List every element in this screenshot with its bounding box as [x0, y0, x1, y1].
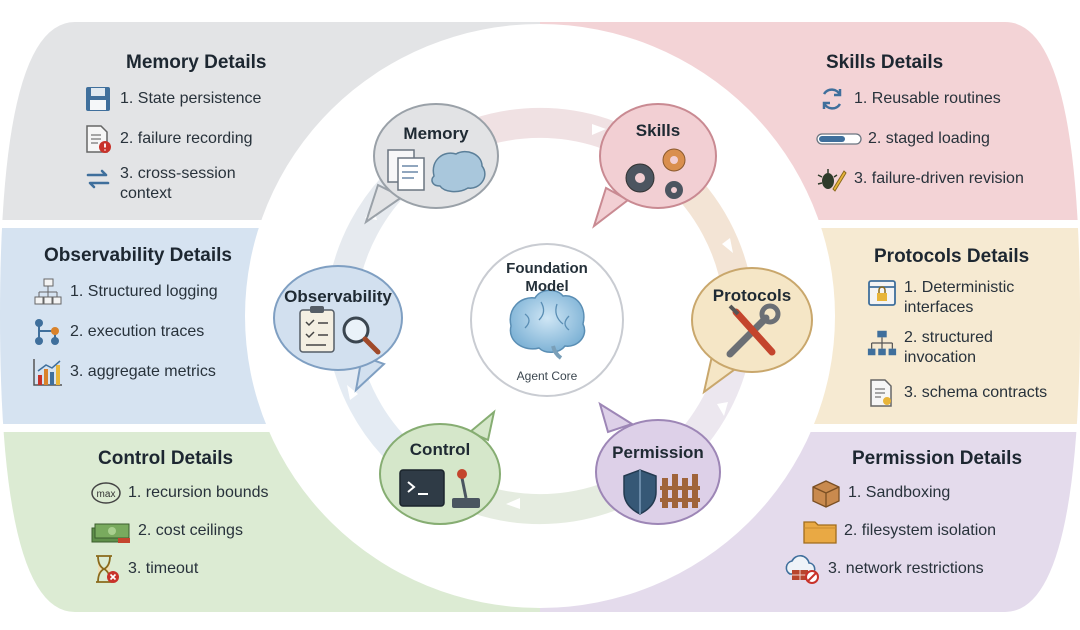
- box-icon: [810, 478, 842, 508]
- permission-item-2: 2. filesystem isolation: [802, 516, 1042, 546]
- skills-item-2: 2. staged loading: [816, 124, 1066, 154]
- max-loop-icon: max: [90, 478, 122, 508]
- core-subtitle: Agent Core: [516, 369, 578, 383]
- floppy-disk-icon: [82, 84, 114, 114]
- observability-item-3: 3. aggregate metrics: [32, 357, 272, 387]
- wrench-screwdriver-icon: [726, 303, 781, 358]
- panel-memory-details: Memory Details 1. State persistence 2. f…: [82, 52, 302, 204]
- bar-chart-icon: [32, 357, 64, 387]
- panel-protocols-details: Protocols Details 1. Deterministic inter…: [866, 246, 1076, 408]
- observability-item-1: 1. Structured logging: [32, 277, 272, 307]
- ring-arrow-2: [722, 238, 733, 253]
- terminal-joystick-icon: [399, 469, 480, 508]
- node-permission-bubble: [595, 401, 721, 525]
- shield-fence-icon: [623, 469, 700, 515]
- node-label-skills: Skills: [635, 121, 681, 140]
- node-label-permission: Permission: [612, 443, 704, 462]
- node-memory-bubble: [364, 103, 499, 225]
- control-item-3: 3. timeout: [90, 554, 320, 584]
- ring-arrow-1: [592, 124, 606, 135]
- document-alert-icon: [82, 124, 114, 154]
- org-chart-icon: [866, 328, 898, 358]
- memory-item-2: 2. failure recording: [82, 124, 302, 154]
- lock-window-icon: [866, 278, 898, 308]
- brain-icon: [509, 289, 586, 360]
- contract-icon: [866, 378, 898, 408]
- skills-item-3: 3. failure-driven revision: [816, 164, 1066, 194]
- protocols-item-3: 3. schema contracts: [866, 378, 1076, 408]
- panel-title-memory: Memory Details: [126, 52, 267, 73]
- svg-text:max: max: [97, 489, 116, 500]
- panel-title-protocols: Protocols Details: [874, 246, 1030, 267]
- control-item-2: 2. cost ceilings: [90, 516, 320, 546]
- node-observability-bubble: [273, 265, 403, 393]
- money-icon: [90, 516, 132, 546]
- sync-arrows-icon: [82, 164, 114, 194]
- trace-graph-icon: [32, 317, 64, 347]
- panel-observability-details: Observability Details 1. Structured logg…: [32, 245, 272, 387]
- refresh-icon: [816, 84, 848, 114]
- node-control-bubble: [379, 409, 501, 525]
- cloud-block-icon: [782, 554, 822, 584]
- clipboard-magnifier-icon: [299, 306, 381, 355]
- folder-icon: [802, 516, 838, 546]
- protocols-item-2: 2. structured invocation: [866, 328, 1076, 368]
- gears-icon: [625, 148, 686, 199]
- skills-item-1: 1. Reusable routines: [816, 84, 1066, 114]
- permission-item-3: 3. network restrictions: [782, 554, 1042, 584]
- node-skills-bubble: [592, 103, 717, 229]
- hourglass-icon: [90, 554, 122, 584]
- panel-title-control: Control Details: [98, 448, 234, 469]
- panel-title-observability: Observability Details: [44, 245, 232, 266]
- panel-title-permission: Permission Details: [852, 448, 1023, 469]
- memory-item-3: 3. cross-session context: [82, 164, 302, 204]
- node-label-control: Control: [409, 440, 471, 459]
- node-label-protocols: Protocols: [712, 286, 792, 305]
- node-protocols-bubble: [691, 267, 813, 395]
- node-label-observability: Observability: [284, 287, 392, 306]
- control-item-1: max 1. recursion bounds: [90, 478, 320, 508]
- panel-skills-details: Skills Details 1. Reusable routines 2. s…: [816, 52, 1066, 194]
- protocols-item-1: 1. Deterministic interfaces: [866, 278, 1076, 318]
- documents-brain-icon: [387, 149, 486, 193]
- ring-arrow-5: [347, 385, 358, 400]
- loading-bar-icon: [816, 124, 862, 154]
- node-label-memory: Memory: [403, 124, 469, 143]
- hierarchy-icon: [32, 277, 64, 307]
- permission-item-1: 1. Sandboxing: [810, 478, 1042, 508]
- bug-pencil-icon: [816, 164, 848, 194]
- panel-permission-details: Permission Details 1. Sandboxing 2. file…: [782, 448, 1042, 584]
- panel-control-details: Control Details max 1. recursion bounds …: [90, 448, 320, 584]
- ring-arrow-4: [506, 498, 520, 509]
- core-title: Foundation Model: [506, 260, 588, 295]
- ring-arrow-3: [717, 402, 728, 416]
- observability-item-2: 2. execution traces: [32, 317, 272, 347]
- memory-item-1: 1. State persistence: [82, 84, 302, 114]
- panel-title-skills: Skills Details: [826, 52, 944, 73]
